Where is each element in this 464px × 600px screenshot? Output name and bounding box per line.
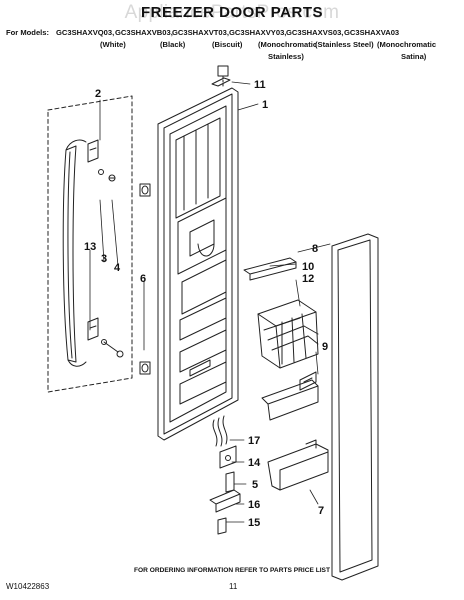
door-bin-middle <box>261 379 319 421</box>
callout-5: 5 <box>252 479 258 491</box>
callout-13: 13 <box>84 241 96 253</box>
callout-9: 9 <box>322 341 328 353</box>
freezer-door <box>157 77 239 441</box>
handle-screw-top <box>139 183 151 197</box>
callout-6: 6 <box>140 273 146 285</box>
trim-strip <box>243 257 297 281</box>
model-variant-6: (Monochromatic <box>377 40 437 49</box>
handle-bracket-lower <box>87 317 124 358</box>
handle-bracket-upper <box>87 139 116 182</box>
model-code-3: GC3SHAXVT03, <box>172 28 229 37</box>
callout-3: 3 <box>101 253 107 265</box>
model-variant-2: (Black) <box>160 40 186 49</box>
callout-17: 17 <box>248 435 260 447</box>
models-prefix: For Models: <box>6 28 50 37</box>
callout-8: 8 <box>312 243 318 255</box>
callout-11: 11 <box>254 79 266 91</box>
model-code-4: GC3SHAXVY03, <box>229 28 287 37</box>
model-variant-4: (Monochromatic <box>258 40 318 49</box>
callout-7: 7 <box>318 505 324 517</box>
callout-10: 10 <box>302 261 314 273</box>
callout-1: 1 <box>262 99 268 111</box>
callout-14: 14 <box>248 457 261 469</box>
wire-basket <box>257 299 319 369</box>
callout-12: 12 <box>302 273 314 285</box>
page-number: 11 <box>229 582 238 591</box>
model-variant-5: (Stainless Steel) <box>315 40 374 49</box>
callout-15: 15 <box>248 517 260 529</box>
model-code-6: GC3SHAXVA03 <box>344 28 400 37</box>
model-code-5: GC3SHAXVS03, <box>286 28 344 37</box>
door-gasket <box>331 233 379 581</box>
callout-16: 16 <box>248 499 260 511</box>
callout-4: 4 <box>114 262 121 274</box>
model-code-2: GC3SHAXVB03, <box>115 28 173 37</box>
callout-2: 2 <box>95 88 101 100</box>
model-variant-4-line2: Stainless) <box>268 52 304 61</box>
door-wire-harness <box>212 415 228 447</box>
hinge-screw-top <box>217 65 229 89</box>
door-bin-lower <box>267 439 329 491</box>
page-title: FREEZER DOOR PARTS <box>140 4 324 21</box>
bin-clip <box>299 371 317 391</box>
document-number: W10422863 <box>6 582 50 591</box>
handle-screw-bottom <box>139 361 151 375</box>
model-variant-6-line2: Satina) <box>401 52 427 61</box>
watermark: AppliancePartsPros.com <box>124 2 340 23</box>
model-variant-1: (White) <box>100 40 126 49</box>
model-variant-3: (Biscuit) <box>212 40 243 49</box>
bottom-hinge-parts <box>209 445 241 535</box>
model-code-1: GC3SHAXVQ03, <box>56 28 115 37</box>
handle-assembly-dashed-box <box>47 95 133 393</box>
door-handle <box>62 139 87 367</box>
ordering-note: FOR ORDERING INFORMATION REFER TO PARTS … <box>134 567 330 574</box>
